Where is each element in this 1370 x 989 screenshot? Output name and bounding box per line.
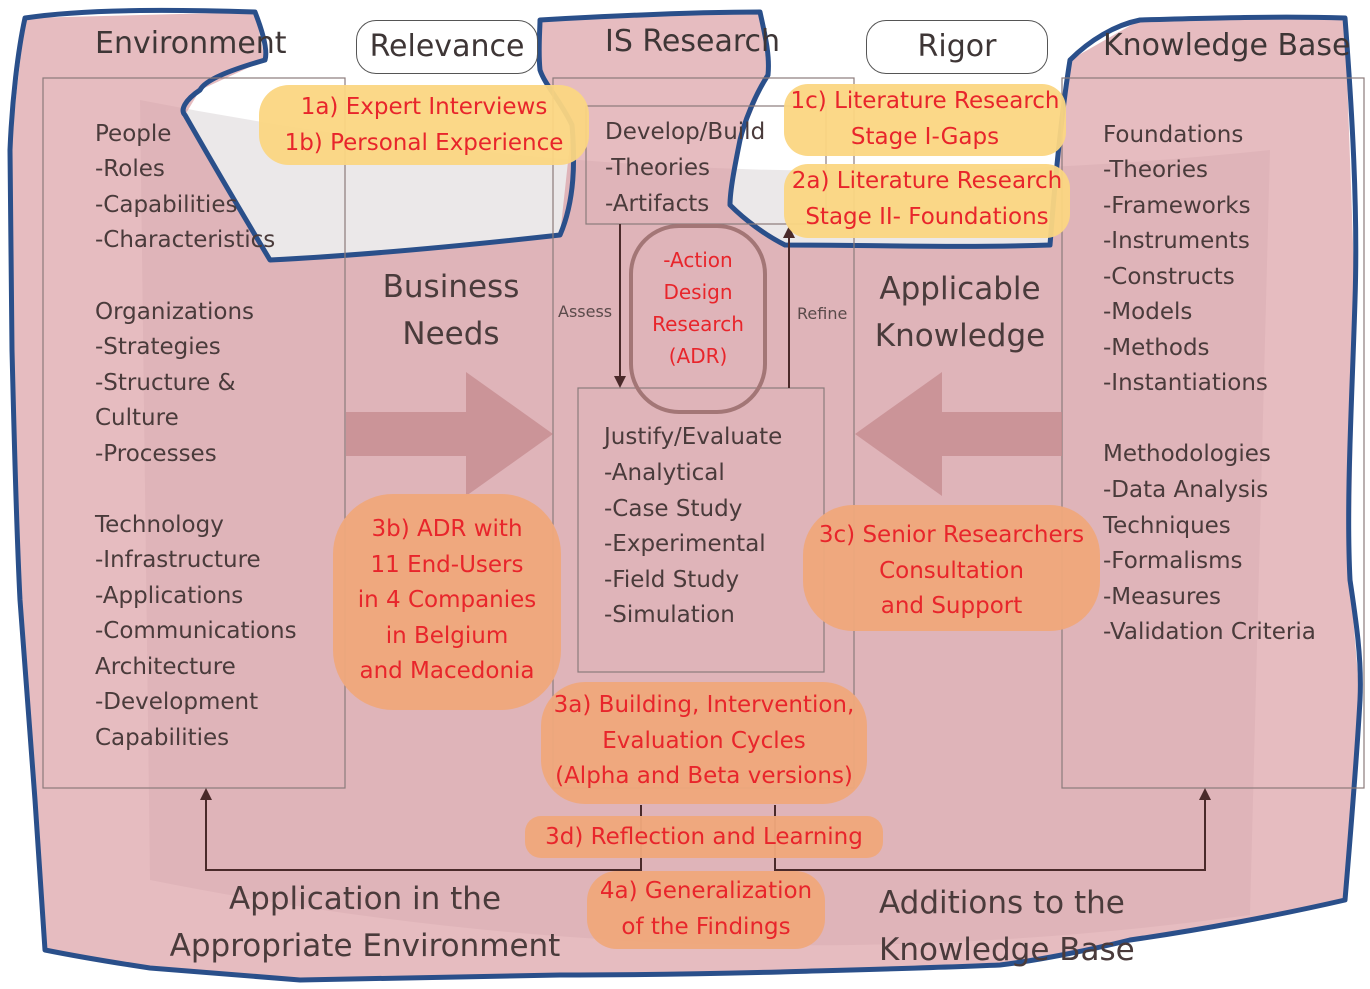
adr-label: -Action Design Research (ADR): [652, 248, 744, 368]
foundations-items: -Theories -Frameworks -Instruments -Cons…: [1103, 157, 1268, 396]
methodologies-title: Methodologies: [1103, 441, 1271, 467]
develop-items: -Theories -Artifacts: [605, 155, 711, 217]
assess-label: Assess: [558, 302, 613, 321]
note-1ab: 1a) Expert Interviews 1b) Personal Exper…: [259, 85, 589, 165]
note-1c: 1c) Literature Research Stage I-Gaps: [784, 84, 1066, 156]
people-title: People: [95, 121, 172, 147]
technology-items: -Infrastructure -Applications -Communica…: [95, 547, 297, 751]
note-2a: 2a) Literature Research Stage II- Founda…: [784, 164, 1070, 238]
adr-box: [629, 224, 767, 414]
application-arrowhead: [200, 788, 212, 800]
foundations-title: Foundations: [1103, 122, 1244, 148]
knowledge-base-header: Knowledge Base: [1103, 28, 1351, 63]
note-4a: 4a) Generalization of the Findings: [587, 871, 825, 949]
relevance-header: Relevance: [356, 20, 538, 74]
business-needs-label: Business Needs: [382, 269, 520, 352]
people-items: -Roles -Capabilities -Characteristics: [95, 156, 276, 253]
develop-title: Develop/Build: [605, 119, 766, 145]
environment-header: Environment: [95, 26, 287, 61]
rigor-header: Rigor: [866, 20, 1048, 74]
organizations-items: -Strategies -Structure & Culture -Proces…: [95, 334, 236, 467]
additions-arrowhead: [1199, 788, 1211, 800]
additions-label: Additions to the Knowledge Base: [879, 885, 1135, 968]
blue-outline: [7, 7, 1363, 983]
application-label: Application in the Appropriate Environme…: [169, 881, 561, 964]
organizations-title: Organizations: [95, 299, 255, 325]
refine-label: Refine: [797, 304, 848, 323]
business-needs-arrow: [346, 372, 553, 496]
note-3b: 3b) ADR with 11 End-Users in 4 Companies…: [333, 494, 561, 710]
is-research-header: IS Research: [605, 24, 781, 59]
refine-arrowhead: [783, 226, 795, 238]
applicable-knowledge-label: Applicable Knowledge: [874, 271, 1046, 354]
justify-title: Justify/Evaluate: [604, 424, 783, 450]
assess-arrowhead: [614, 376, 626, 388]
environment-box: [42, 77, 346, 789]
methodologies-items: -Data Analysis Techniques -Formalisms -M…: [1103, 477, 1316, 645]
note-3a: 3a) Building, Intervention, Evaluation C…: [541, 682, 867, 804]
technology-title: Technology: [95, 512, 224, 538]
note-3d: 3d) Reflection and Learning: [525, 816, 883, 858]
note-3c: 3c) Senior Researchers Consultation and …: [803, 505, 1100, 631]
justify-items: -Analytical -Case Study -Experimental -F…: [604, 460, 766, 628]
applicable-knowledge-arrow: [855, 372, 1062, 496]
